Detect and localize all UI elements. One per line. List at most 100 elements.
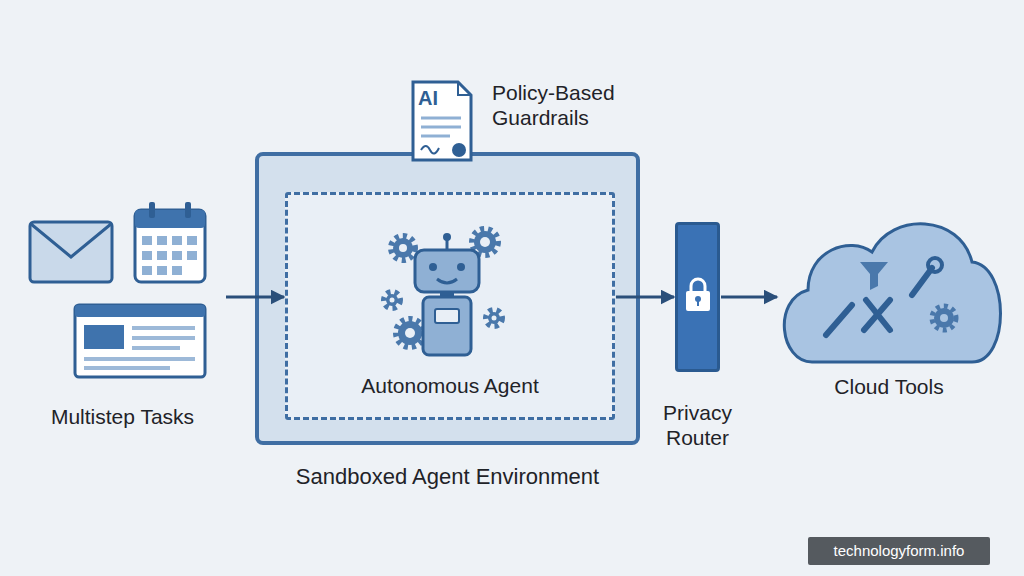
node-label: Cloud Tools (778, 374, 1000, 399)
calendar-icon (135, 202, 205, 282)
robot-illustration (393, 238, 413, 258)
task-group: Multistep Tasks (20, 190, 225, 440)
browser-window-icon (75, 305, 205, 317)
calendar-icon (135, 210, 205, 282)
watermark: technologyform.info (808, 537, 990, 565)
robot-illustration (429, 263, 437, 271)
robot-illustration (472, 229, 498, 255)
lock-icon (695, 296, 701, 302)
flow-arrow (721, 296, 777, 299)
calendar-icon (172, 266, 182, 275)
robot-illustration (486, 310, 502, 326)
robot-illustration (399, 244, 407, 252)
calendar-icon (157, 251, 167, 260)
icon-label: AI (418, 86, 458, 110)
cloud-illustration (928, 258, 942, 272)
calendar-icon (142, 236, 152, 245)
robot-illustration (492, 316, 497, 321)
calendar-icon (149, 202, 155, 218)
policy-document-icon (458, 82, 471, 95)
browser-window-icon (84, 357, 195, 361)
calendar-icon (172, 251, 182, 260)
flow-arrow (226, 296, 284, 299)
cloud-illustration (866, 300, 890, 330)
policy-document-icon (421, 118, 461, 136)
envelope-icon (30, 222, 112, 282)
browser-window-icon (84, 325, 124, 349)
cloud-illustration (826, 305, 852, 335)
policy-document-icon (421, 135, 450, 138)
browser-window-icon (84, 328, 195, 368)
lock-icon (686, 279, 710, 311)
lock-icon (691, 279, 705, 292)
browser-window-icon (75, 305, 205, 377)
node-label: Privacy Router (635, 400, 760, 450)
node-label: Multistep Tasks (20, 404, 225, 429)
robot-illustration (386, 231, 500, 345)
browser-window-icon (84, 366, 170, 370)
browser-window-icon (132, 326, 195, 330)
cloud-node: Cloud Tools (778, 215, 1000, 365)
flow-arrow (616, 296, 674, 299)
browser-window-icon (132, 336, 195, 340)
robot-illustration (396, 319, 424, 347)
robot-illustration (405, 328, 415, 338)
sandbox-box: Sandboxed Agent EnvironmentAutonomous Ag… (255, 152, 640, 445)
robot-illustration (390, 237, 497, 338)
calendar-icon (157, 266, 167, 275)
policy-document-icon (413, 82, 471, 160)
calendar-icon (187, 236, 197, 245)
cloud-illustration (860, 262, 888, 290)
robot-illustration (391, 236, 415, 260)
calendar-icon (135, 210, 205, 228)
policy-document-icon (413, 82, 471, 160)
robot-illustration (386, 294, 398, 306)
cloud-illustration (784, 224, 1000, 362)
calendar-icon (142, 251, 152, 260)
calendar-icon (157, 236, 167, 245)
agent-box: Autonomous Agent (285, 192, 615, 420)
robot-illustration (474, 231, 496, 253)
envelope-icon (31, 224, 111, 257)
robot-illustration (440, 292, 454, 297)
robot-illustration (384, 229, 502, 347)
policy-document-icon (421, 117, 461, 120)
browser-window-icon (132, 346, 180, 350)
cloud-illustration (864, 300, 890, 330)
robot-illustration (435, 309, 459, 323)
robot-illustration (415, 250, 479, 292)
robot-illustration (457, 263, 465, 271)
cloud-illustration (932, 306, 956, 330)
policy-guardrails: AI Policy-Based Guardrails (410, 78, 650, 162)
robot-illustration (398, 321, 422, 345)
envelope-icon (30, 222, 112, 282)
robot-illustration (480, 237, 490, 247)
calendar-icon (172, 236, 182, 245)
robot-illustration (384, 229, 502, 355)
policy-document-icon (452, 143, 466, 157)
robot-illustration (437, 279, 457, 283)
robot-illustration (443, 233, 451, 241)
lock-icon (686, 291, 710, 311)
node-label: Sandboxed Agent Environment (235, 464, 660, 490)
cloud-illustration (940, 314, 948, 322)
robot-illustration (488, 312, 500, 324)
robot-illustration (390, 298, 395, 303)
policy-document-icon (421, 146, 439, 154)
robot-illustration (384, 292, 400, 308)
cloud-illustration (826, 268, 932, 335)
router-box: Privacy Router (675, 222, 720, 372)
policy-document-icon (421, 126, 461, 129)
robot-illustration (446, 240, 449, 250)
node-label: Autonomous Agent (288, 373, 612, 398)
lock-icon (697, 300, 699, 306)
cloud-illustration (784, 224, 1000, 362)
node-label: Policy-Based Guardrails (492, 80, 652, 130)
browser-window-icon (75, 305, 205, 377)
cloud-illustration (912, 268, 932, 295)
calendar-icon (187, 251, 197, 260)
calendar-icon (142, 236, 197, 275)
calendar-icon (185, 202, 191, 218)
calendar-icon (142, 266, 152, 275)
